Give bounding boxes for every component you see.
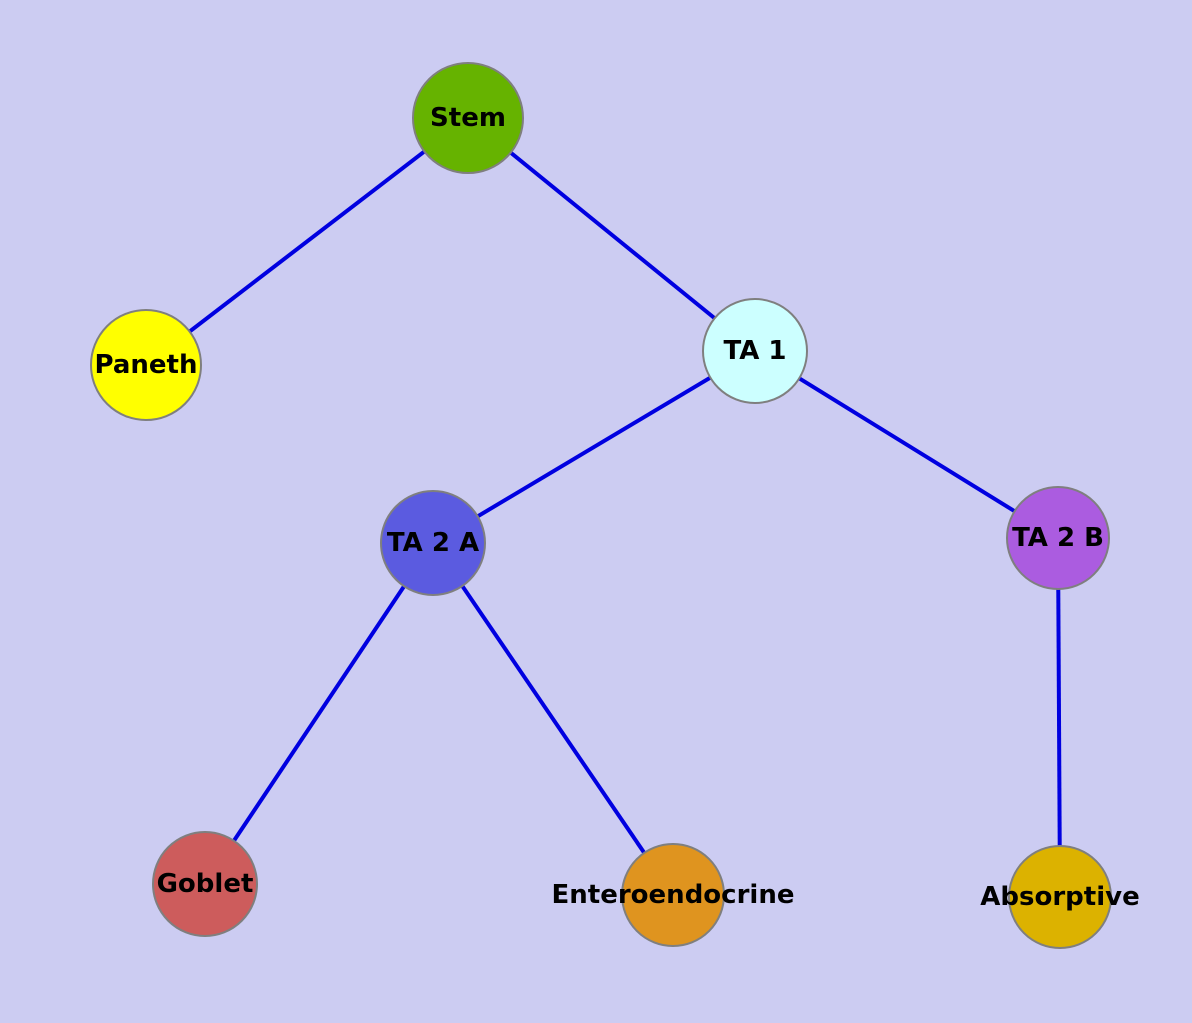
edge-ta1-ta2b: [753, 349, 1060, 540]
edge-ta2a-enteroendocrine: [431, 541, 675, 897]
node-stem: [412, 62, 524, 174]
node-goblet: [152, 831, 258, 937]
edge-ta1-ta2a: [431, 349, 757, 545]
node-ta2b: [1006, 486, 1110, 590]
node-ta1: [702, 298, 808, 404]
edge-stem-paneth: [144, 116, 470, 367]
node-ta2a: [380, 490, 486, 596]
node-enteroendocrine: [621, 843, 725, 947]
node-absorptive: [1008, 845, 1112, 949]
edge-stem-ta1: [466, 116, 757, 353]
edge-ta2a-goblet: [203, 541, 435, 886]
edge-ta2b-absorptive: [1056, 537, 1062, 898]
node-paneth: [90, 309, 202, 421]
